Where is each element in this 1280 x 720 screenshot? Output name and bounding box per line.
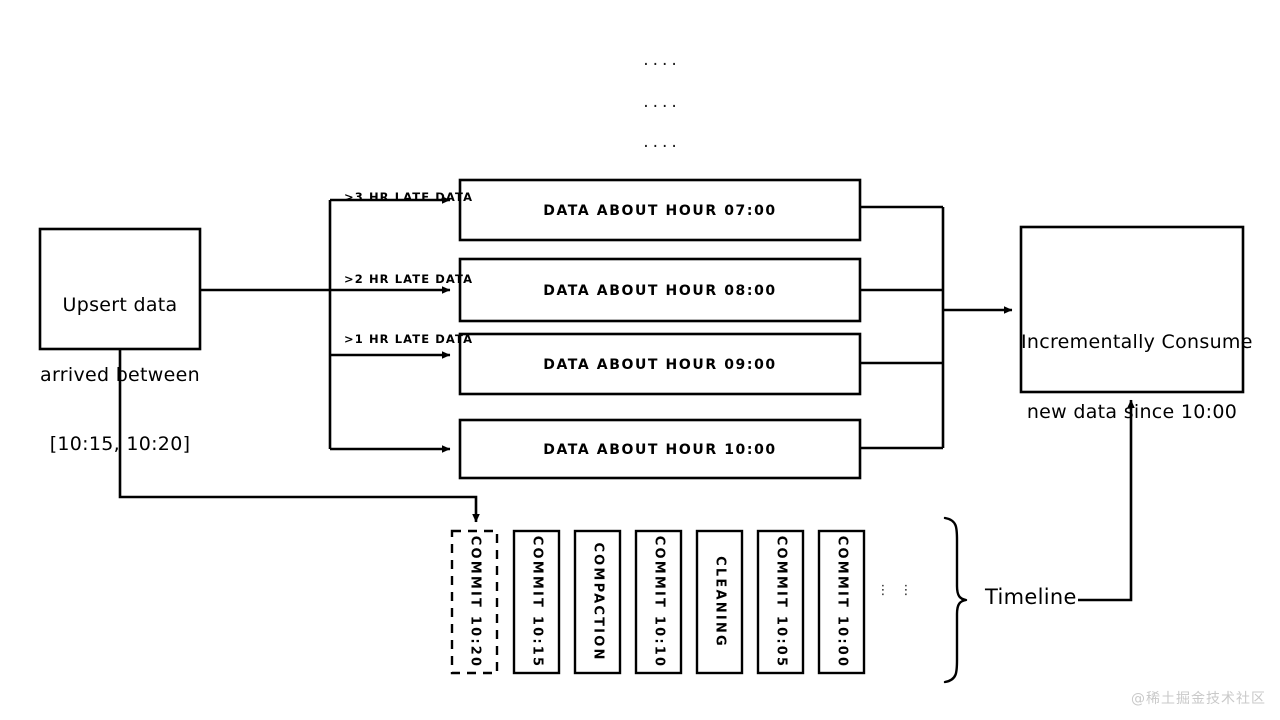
upsert-line-2: arrived between xyxy=(40,363,200,386)
data-box-label-hour-09: DATA ABOUT HOUR 09:00 xyxy=(543,357,777,373)
data-box-hour-09 xyxy=(458,332,862,396)
timeline-to-consume-arrow xyxy=(1078,399,1135,602)
data-box-hour-10 xyxy=(458,418,862,480)
upsert-to-commit-path xyxy=(118,349,480,523)
timeline-text-commit-1005: COMMIT 10:05 xyxy=(773,535,788,669)
incremental-consume-text: Incrementally Consume new data since 10:… xyxy=(1021,285,1253,470)
timeline-brace xyxy=(943,516,968,684)
upsert-source-box xyxy=(38,227,202,351)
timeline-ellipsis-1: ⋮ xyxy=(876,583,890,598)
timeline-label-commit-1000: COMMIT 10:00 xyxy=(819,531,864,673)
edge-label-3hr-late: >3 HR LATE DATA xyxy=(344,190,474,204)
timeline-label-commit-1010: COMMIT 10:10 xyxy=(636,531,681,673)
timeline-box-compaction xyxy=(573,529,622,675)
timeline-box-commit-1005 xyxy=(756,529,805,675)
data-box-label-hour-08: DATA ABOUT HOUR 08:00 xyxy=(543,283,777,299)
timeline-ellipsis-2: ⋮ xyxy=(899,583,913,598)
timeline-label-compaction: COMPACTION xyxy=(575,531,620,673)
edge-label-1hr-late: >1 HR LATE DATA xyxy=(344,332,474,346)
timeline-box-cleaning xyxy=(695,529,744,675)
data-box-hour-07 xyxy=(458,178,862,242)
timeline-label-commit-1020: COMMIT 10:20 xyxy=(452,531,497,673)
edge-label-2hr-late: >2 HR LATE DATA xyxy=(344,272,474,286)
timeline-text-commit-1020: COMMIT 10:20 xyxy=(467,535,482,669)
timeline-text-commit-1000: COMMIT 10:00 xyxy=(834,535,849,669)
upsert-line-1: Upsert data xyxy=(62,294,178,317)
timeline-label-cleaning: CLEANING xyxy=(697,531,742,673)
ellipsis-row-2: .... xyxy=(643,92,681,112)
upsert-line-3: [10:15, 10:20] xyxy=(49,433,191,456)
timeline-box-commit-1020 xyxy=(450,529,499,675)
ellipsis-row-3: .... xyxy=(643,132,681,152)
timeline-box-commit-1000 xyxy=(817,529,866,675)
data-box-label-hour-10: DATA ABOUT HOUR 10:00 xyxy=(543,442,777,458)
timeline-text-commit-1010: COMMIT 10:10 xyxy=(651,535,666,669)
consume-line-1: Incrementally Consume xyxy=(1021,331,1253,354)
timeline-label-commit-1005: COMMIT 10:05 xyxy=(758,531,803,673)
upsert-source-text: Upsert data arrived between [10:15, 10:2… xyxy=(40,248,200,503)
timeline-text-compaction: COMPACTION xyxy=(590,542,605,662)
timeline-box-commit-1010 xyxy=(634,529,683,675)
consume-line-2: new data since 10:00 xyxy=(1026,400,1238,423)
ellipsis-row-1: .... xyxy=(643,50,681,70)
timeline-label-commit-1015: COMMIT 10:15 xyxy=(514,531,559,673)
timeline-text-cleaning: CLEANING xyxy=(712,556,727,648)
incremental-consume-box xyxy=(1019,225,1245,394)
timeline-brace-label: Timeline xyxy=(985,585,1077,609)
data-box-label-hour-07: DATA ABOUT HOUR 07:00 xyxy=(543,203,777,219)
timeline-box-commit-1015 xyxy=(512,529,561,675)
watermark: @稀土掘金技术社区 xyxy=(1131,690,1266,707)
timeline-text-commit-1015: COMMIT 10:15 xyxy=(529,535,544,669)
